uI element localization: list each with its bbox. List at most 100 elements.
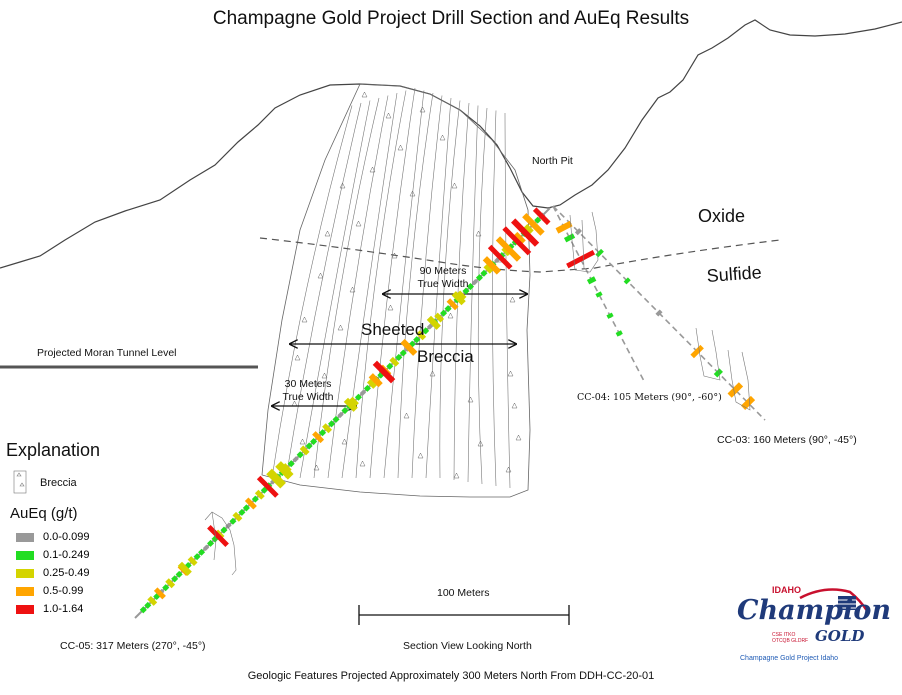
cc05-assay-interval [475, 274, 483, 282]
logo-subtitle: Champagne Gold Project Idaho [740, 655, 839, 662]
cc05-assay-interval [502, 226, 532, 256]
breccia-symbol [515, 434, 522, 441]
cc05-assay-interval [413, 336, 421, 344]
breccia-symbol [313, 464, 320, 471]
cc05-assay-interval [434, 312, 445, 323]
sheet-line [411, 95, 443, 479]
width-90m-label: 90 Meters True Width [417, 265, 469, 290]
cc05-assay-interval [372, 360, 396, 384]
legend-aueq-title: AuEq (g/t) [10, 505, 78, 522]
champion-logo-flag [799, 588, 870, 613]
cc04-assay-interval [563, 233, 576, 243]
topography-profile [0, 19, 902, 269]
cc05-assay-interval [225, 522, 232, 529]
breccia-symbol [355, 220, 362, 227]
breccia-symbol [341, 438, 348, 445]
breccia-pocket-cc05 [204, 511, 237, 576]
cc05-assay-interval [256, 475, 279, 498]
cc05-assay-interval [466, 283, 475, 291]
sheet-line [313, 97, 380, 479]
legend-item: 1.0-1.64 [16, 602, 83, 616]
logo-champion-text: Champion [737, 595, 891, 626]
cc05-assay-interval [206, 539, 215, 547]
breccia-symbol [447, 312, 454, 319]
cc05-assay-interval [446, 298, 459, 311]
breccia-symbol [403, 412, 410, 419]
breccia-symbol [439, 134, 446, 141]
sheet-line [271, 105, 353, 479]
breccia-pocket-cc03 [695, 327, 751, 411]
sheet-line [504, 112, 511, 489]
cc05-assay-interval [171, 575, 179, 583]
breccia-symbol [337, 324, 344, 331]
cc03-assay-interval [713, 368, 723, 378]
cc03-assay-interval [623, 277, 631, 285]
cc05-assay-interval [426, 315, 441, 330]
cc04-assay-interval [555, 220, 573, 234]
oxide-label: Oxide [698, 206, 746, 226]
cc05-assay-interval [292, 456, 299, 463]
legend-item: 0.5-0.99 [16, 584, 83, 598]
legend-swatch [16, 604, 34, 614]
cc05-assay-interval [238, 508, 246, 516]
cc05-assay-interval [193, 553, 201, 561]
breccia-symbol [397, 144, 404, 151]
sheet-line [355, 90, 407, 479]
cc05-assay-interval [343, 397, 358, 412]
breccia-symbol [349, 286, 356, 293]
cc05-assay-interval [220, 526, 228, 534]
cc04-drill-trace [552, 205, 646, 384]
breccia-pocket-cc04 [569, 211, 599, 273]
breccia-triangle-symbols [291, 91, 522, 479]
cc05-assay-interval [244, 497, 257, 510]
cc05-assay-interval [523, 224, 534, 234]
logo-listing-text: CSE ITKO OTCQB GLDRF [772, 632, 809, 644]
sheet-line [492, 110, 497, 487]
legend-item: 0.1-0.249 [16, 548, 89, 562]
legend-breccia-label: Breccia [40, 477, 77, 489]
cc05-assay-interval [139, 606, 147, 614]
cc04-assay-interval [586, 276, 597, 285]
logo-gold-text: GOLD [815, 627, 865, 645]
cc05-assay-interval [483, 263, 494, 274]
cc05-assay-interval [368, 373, 383, 388]
cc05-assay-interval [147, 595, 158, 606]
legend-swatch [16, 550, 34, 560]
breccia-symbol [299, 438, 306, 445]
scale-bar [358, 605, 570, 625]
cc05-assay-interval [349, 396, 359, 407]
cc05-assay-interval [422, 327, 430, 335]
logo-idaho-text: IDAHO [772, 585, 801, 595]
cc03-label: CC-03: 160 Meters (90°, -45°) [717, 434, 857, 446]
sheet-line [383, 90, 425, 479]
cc05-assay-interval [177, 561, 192, 576]
sheet-line [285, 102, 362, 479]
cc04-assay-interval [606, 312, 614, 319]
moran-tunnel-label: Projected Moran Tunnel Level [37, 347, 177, 359]
cc05-assay-interval [532, 207, 551, 226]
cc05-assay-interval [337, 411, 344, 419]
cc05-assay-interval [242, 504, 250, 512]
cc05-assay-interval [487, 244, 513, 270]
oxide-sulfide-boundary [259, 237, 781, 273]
cc05-assay-interval [187, 556, 198, 567]
sheeted-label: Sheeted [361, 320, 425, 339]
cc05-assay-interval [305, 442, 313, 450]
cc05-assay-interval [266, 468, 286, 489]
cc03-assay-interval [727, 382, 744, 398]
sheet-line [477, 107, 488, 485]
breccia-symbol [451, 182, 458, 189]
cc05-assay-interval [534, 216, 542, 224]
width-30m-label: 30 Meters True Width [282, 378, 334, 403]
cc05-assay-interval [471, 278, 479, 286]
cc05-assay-interval [444, 305, 452, 313]
cc05-assay-interval [511, 218, 540, 247]
sheet-line [369, 87, 416, 479]
breccia-symbol [321, 372, 328, 379]
cc05-assay-interval [207, 524, 229, 548]
footer-note: Geologic Features Projected Approximatel… [247, 670, 655, 682]
idaho-champion-logo: IDAHO Champion CSE ITKO OTCQB GLDRF GOLD… [732, 585, 891, 670]
cc05-assay-interval [198, 548, 206, 556]
breccia-symbol [409, 190, 416, 197]
